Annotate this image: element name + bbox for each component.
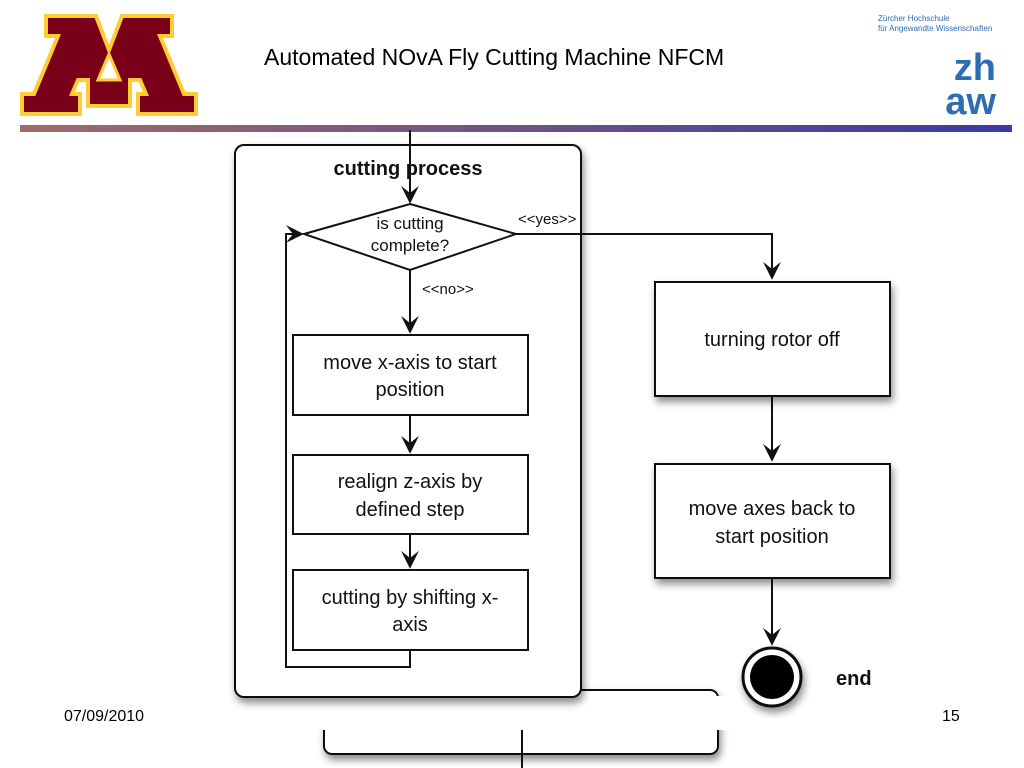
umn-m-logo [20,14,198,116]
zhaw-mark-bottom: aw [945,81,996,118]
decision-label-line1: is cutting [376,214,443,233]
loop-back-flow [285,225,411,668]
end-label: end [836,668,872,690]
zhaw-institution-name: Zürcher Hochschule für Angewandte Wissen… [878,14,992,34]
action-label-line1: turning rotor off [704,329,840,351]
action-label-line1: realign z-axis by [338,471,483,493]
action-label-line2: position [376,379,445,401]
action-label-line1: move x-axis to start [323,352,497,374]
cutting-process-group [234,144,582,698]
zhaw-line1: Zürcher Hochschule [878,14,950,23]
zhaw-logo: zh aw [945,50,996,118]
footer-date: 07/09/2010 [64,708,145,725]
action-label-line2: defined step [356,499,465,521]
action-label-line1: cutting by shifting x- [322,587,499,609]
lower-group-box [200,689,920,768]
final-node [741,646,803,708]
page-number: 15 [942,708,960,725]
action-move-axes-back [654,463,891,579]
action-label-line1: move axes back to [689,498,856,520]
yes-flow [516,233,781,280]
action-realign-z-axis: realign z-axis by defined step [292,454,529,535]
decision-label-line2: complete? [371,236,449,255]
header-divider [20,125,1012,132]
action-turning-rotor-off [654,281,891,397]
zhaw-mark-top: zh [954,50,996,89]
group-title: cutting process [334,158,483,180]
slide-title: Automated NOvA Fly Cutting Machine NFCM [264,44,725,70]
yes-guard-label: <<yes>> [518,211,577,228]
zhaw-line2: für Angewandte Wissenschaften [878,24,993,33]
activity-diagram: cutting process is cutting complete? <<y… [200,130,920,768]
action-label-line2: start position [715,526,828,548]
action-cutting-shift-x: cutting by shifting x- axis [292,569,529,651]
action-label-line2: axis [392,614,428,636]
action-move-x-axis: move x-axis to start position [292,334,529,416]
no-guard-label: <<no>> [422,281,474,298]
